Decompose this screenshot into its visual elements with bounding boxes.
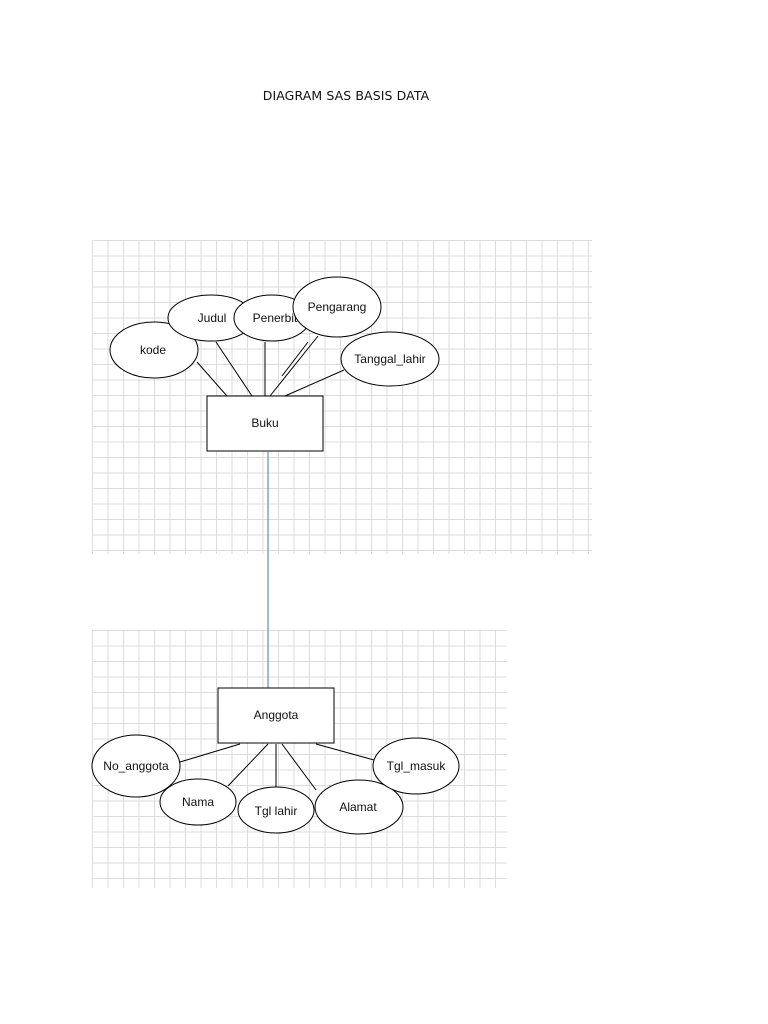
connector-tgl-masuk: [315, 743, 375, 761]
attribute-nama[interactable]: Nama: [159, 778, 237, 826]
connector-nama: [227, 743, 269, 787]
attribute-label: Judul: [198, 311, 227, 325]
connector-tanggal-lahir: [284, 369, 345, 397]
document-title: DIAGRAM SAS BASIS DATA: [262, 88, 430, 103]
attribute-alamat[interactable]: Alamat: [314, 779, 404, 835]
attribute-label: Pengarang: [308, 300, 367, 314]
grid-background-top: [92, 240, 592, 554]
connector-no-anggota: [179, 743, 241, 763]
attribute-label: Penerbit: [253, 311, 298, 325]
attribute-label: Nama: [182, 795, 214, 809]
attribute-label: kode: [140, 343, 166, 357]
connector-judul: [215, 341, 253, 397]
attribute-label: Alamat: [339, 800, 377, 814]
connector-kode: [196, 361, 228, 397]
attribute-tgl-lahir[interactable]: Tgl lahir: [237, 786, 315, 834]
entity-anggota[interactable]: Anggota: [217, 687, 335, 744]
entity-label: Buku: [251, 416, 278, 430]
connector-alamat: [281, 743, 317, 791]
attribute-penerbit[interactable]: Penerbit: [233, 294, 311, 342]
attribute-tgl-masuk[interactable]: Tgl_masuk: [372, 737, 460, 795]
connector-pengarang-2: [281, 341, 309, 377]
attribute-label: Tgl lahir: [255, 804, 298, 818]
connector-pengarang: [269, 335, 319, 397]
attribute-label: Tanggal_lahir: [354, 352, 425, 366]
attribute-pengarang[interactable]: Pengarang: [292, 276, 382, 338]
anggota-attribute-lines: [179, 743, 375, 791]
attribute-label: No_anggota: [103, 759, 169, 773]
entity-label: Anggota: [254, 708, 299, 722]
attribute-judul[interactable]: Judul: [167, 294, 255, 342]
buku-attribute-lines: [196, 335, 345, 397]
entity-buku[interactable]: Buku: [206, 395, 324, 452]
attribute-tanggal-lahir[interactable]: Tanggal_lahir: [340, 331, 440, 387]
attribute-kode[interactable]: kode: [109, 321, 199, 379]
attribute-no-anggota[interactable]: No_anggota: [91, 734, 181, 798]
attribute-label: Tgl_masuk: [387, 759, 447, 773]
